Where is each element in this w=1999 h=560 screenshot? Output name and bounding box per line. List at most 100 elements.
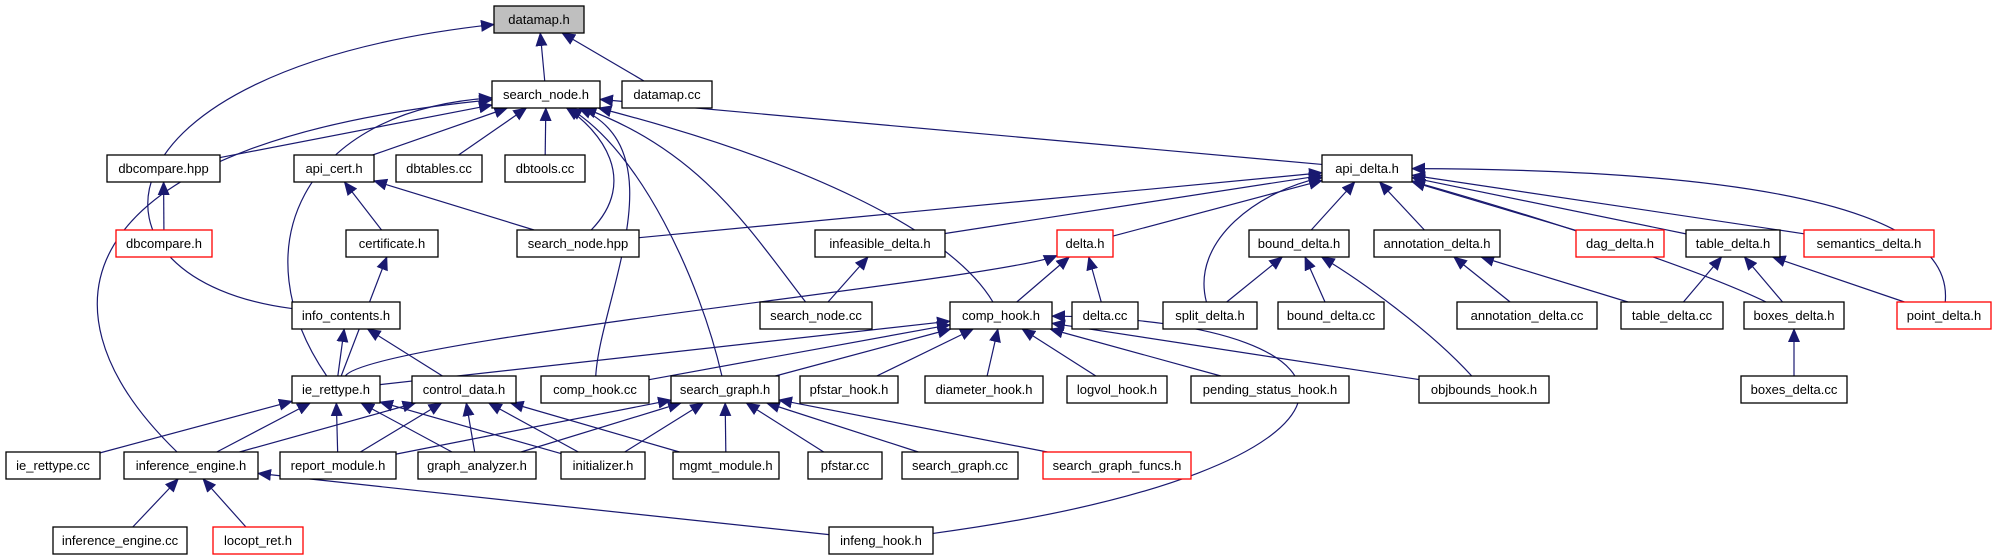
node-bound-delta-cc[interactable]: bound_delta.cc: [1277, 301, 1385, 330]
edge-graph-analyzer-h-to-search-graph-h: [520, 401, 682, 453]
node-semantics-delta-h[interactable]: semantics_delta.h: [1803, 229, 1935, 258]
node-boxes-delta-h[interactable]: boxes_delta.h: [1743, 301, 1845, 330]
node-api-cert-h[interactable]: api_cert.h: [293, 154, 375, 183]
edge-annotation-delta-cc-to-annotation-delta-h: [1453, 256, 1511, 303]
node-search-graph-cc[interactable]: search_graph.cc: [901, 451, 1019, 480]
node-datamap-h: datamap.h: [493, 5, 585, 34]
node-report-module-h[interactable]: report_module.h: [279, 451, 397, 480]
node-table-delta-h[interactable]: table_delta.h: [1685, 229, 1781, 258]
edge-initializer-h-to-search-graph-h: [624, 402, 705, 453]
node-search-node-hpp[interactable]: search_node.hpp: [516, 229, 640, 258]
node-inference-engine-h[interactable]: inference_engine.h: [123, 451, 259, 480]
node-box: [799, 375, 899, 404]
node-box: [1190, 375, 1350, 404]
node-box: [1071, 301, 1139, 330]
node-label: infeasible_delta.h: [829, 236, 930, 251]
edge-graph-analyzer-h-to-ie-rettype-h: [360, 402, 453, 453]
node-box: [291, 375, 381, 404]
node-pending-status-hook-h[interactable]: pending_status_hook.h: [1190, 375, 1350, 404]
node-dbtables-cc[interactable]: dbtables.cc: [395, 154, 483, 183]
node-api-delta-h[interactable]: api_delta.h: [1321, 154, 1413, 183]
edge-dbtools-cc-to-search-node-h: [539, 107, 552, 156]
node-label: objbounds_hook.h: [1431, 382, 1537, 397]
node-infeasible-delta-h[interactable]: infeasible_delta.h: [814, 229, 946, 258]
node-info-contents-h[interactable]: info_contents.h: [291, 301, 401, 330]
node-dbtools-cc[interactable]: dbtools.cc: [504, 154, 586, 183]
node-box: [1685, 229, 1781, 258]
edge-search-graph-funcs-h-to-search-graph-h: [778, 396, 1048, 453]
edge-pfstar-cc-to-search-graph-h: [745, 402, 825, 453]
node-box: [1743, 301, 1845, 330]
node-boxes-delta-cc[interactable]: boxes_delta.cc: [1740, 375, 1848, 404]
node-delta-cc[interactable]: delta.cc: [1071, 301, 1139, 330]
node-dbcompare-hpp[interactable]: dbcompare.hpp: [106, 154, 221, 183]
node-label: search_node.h: [503, 87, 589, 102]
node-graph-analyzer-h[interactable]: graph_analyzer.h: [417, 451, 537, 480]
node-label: table_delta.h: [1696, 236, 1770, 251]
node-pfstar-cc[interactable]: pfstar.cc: [807, 451, 883, 480]
node-box: [924, 375, 1044, 404]
node-label: boxes_delta.h: [1754, 308, 1835, 323]
edge-dbtables-cc-to-search-node-h: [458, 107, 528, 156]
node-box: [828, 526, 934, 555]
node-box: [1896, 301, 1992, 330]
node-label: report_module.h: [291, 458, 386, 473]
node-box: [670, 375, 780, 404]
node-bound-delta-h[interactable]: bound_delta.h: [1248, 229, 1350, 258]
node-label: delta.cc: [1083, 308, 1128, 323]
edge-point-delta-h-to-table-delta-h: [1771, 255, 1905, 303]
node-infeng-hook-h[interactable]: infeng_hook.h: [828, 526, 934, 555]
node-label: annotation_delta.cc: [1471, 308, 1584, 323]
node-label: semantics_delta.h: [1817, 236, 1922, 251]
node-locopt-ret-h[interactable]: locopt_ret.h: [212, 526, 304, 555]
node-certificate-h[interactable]: certificate.h: [345, 229, 439, 258]
node-box: [395, 154, 483, 183]
node-box: [417, 451, 537, 480]
node-ie-rettype-cc[interactable]: ie_rettype.cc: [5, 451, 101, 480]
node-search-graph-h[interactable]: search_graph.h: [670, 375, 780, 404]
node-box: [504, 154, 586, 183]
node-label: control_data.h: [423, 382, 505, 397]
node-dbcompare-h[interactable]: dbcompare.h: [115, 229, 213, 258]
node-label: annotation_delta.h: [1384, 236, 1491, 251]
edge-api-delta-h-to-search-node-h: [599, 94, 1323, 166]
node-annotation-delta-h[interactable]: annotation_delta.h: [1373, 229, 1501, 258]
node-search-graph-funcs-h[interactable]: search_graph_funcs.h: [1042, 451, 1192, 480]
node-search-node-cc[interactable]: search_node.cc: [759, 301, 873, 330]
node-diameter-hook-h[interactable]: diameter_hook.h: [924, 375, 1044, 404]
edge-report-module-h-to-control-data-h: [360, 402, 443, 453]
node-objbounds-hook-h[interactable]: objbounds_hook.h: [1418, 375, 1550, 404]
node-box: [5, 451, 101, 480]
node-label: search_node.hpp: [528, 236, 628, 251]
node-box: [493, 5, 585, 34]
node-initializer-h[interactable]: initializer.h: [560, 451, 646, 480]
node-inference-engine-cc[interactable]: inference_engine.cc: [52, 526, 188, 555]
node-delta-h[interactable]: delta.h: [1056, 229, 1114, 258]
edge-search-node-h-to-datamap-h: [535, 32, 548, 82]
node-mgmt-module-h[interactable]: mgmt_module.h: [672, 451, 780, 480]
edge-infeng-hook-h-to-comp-hook-h: [932, 310, 1301, 535]
node-ie-rettype-h[interactable]: ie_rettype.h: [291, 375, 381, 404]
node-comp-hook-h[interactable]: comp_hook.h: [949, 301, 1053, 330]
node-split-delta-h[interactable]: split_delta.h: [1162, 301, 1258, 330]
edge-point-delta-h-to-api-delta-h: [1411, 162, 1947, 303]
node-logvol-hook-h[interactable]: logvol_hook.h: [1066, 375, 1168, 404]
node-box: [1042, 451, 1192, 480]
node-table-delta-cc[interactable]: table_delta.cc: [1620, 301, 1724, 330]
node-label: dbtables.cc: [406, 161, 472, 176]
node-pfstar-hook-h[interactable]: pfstar_hook.h: [799, 375, 899, 404]
node-label: comp_hook.h: [962, 308, 1040, 323]
node-point-delta-h[interactable]: point_delta.h: [1896, 301, 1992, 330]
node-dag-delta-h[interactable]: dag_delta.h: [1575, 229, 1665, 258]
node-label: comp_hook.cc: [553, 382, 637, 397]
edge-mgmt-module-h-to-control-data-h: [509, 400, 680, 453]
node-label: inference_engine.h: [136, 458, 247, 473]
node-control-data-h[interactable]: control_data.h: [411, 375, 517, 404]
edge-graph-analyzer-h-to-control-data-h: [462, 402, 476, 453]
node-annotation-delta-cc[interactable]: annotation_delta.cc: [1456, 301, 1598, 330]
edge-semantics-delta-h-to-api-delta-h: [1411, 171, 1805, 235]
node-search-node-h[interactable]: search_node.h: [491, 80, 601, 109]
node-box: [516, 229, 640, 258]
node-datamap-cc[interactable]: datamap.cc: [621, 80, 713, 109]
node-comp-hook-cc[interactable]: comp_hook.cc: [540, 375, 650, 404]
